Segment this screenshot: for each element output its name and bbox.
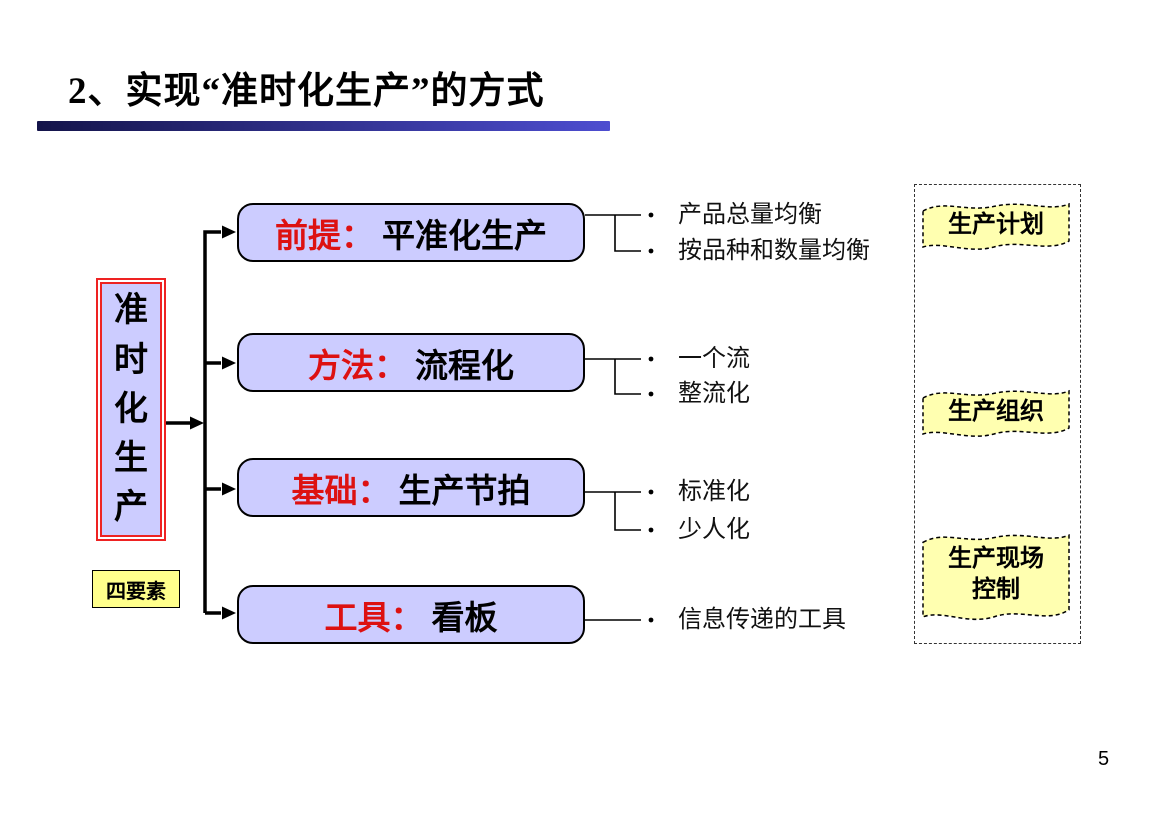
bullet-item: 少人化 xyxy=(678,517,750,543)
branch-value: 看板 xyxy=(431,600,498,637)
branch-label: 前提： xyxy=(275,218,374,255)
wavy-box-label-text: 生产现场控制 xyxy=(948,545,1044,603)
branch-value: 流程化 xyxy=(415,348,514,385)
branch-label: 基础： xyxy=(291,473,391,510)
root-box-jit-production: 准时化生产 xyxy=(96,278,166,541)
bullet-item: 按品种和数量均衡 xyxy=(678,238,870,264)
branch-box-basis: 基础： 生产节拍 xyxy=(237,458,585,517)
branch-label: 工具： xyxy=(324,600,424,637)
branch-value: 生产节拍 xyxy=(398,473,531,510)
wavy-shape xyxy=(922,389,1070,437)
right-panel-frame xyxy=(914,184,1081,644)
branch-box-method: 方法： 流程化 xyxy=(237,333,585,392)
wavy-box-production-plan: 生产计划 xyxy=(920,197,1072,254)
page-title: 2、实现“准时化生产”的方式 xyxy=(68,71,545,112)
wavy-box-shopfloor-control: 生产现场控制 xyxy=(920,526,1072,624)
branch-value: 平准化生产 xyxy=(382,218,547,255)
title-underline-bar xyxy=(37,121,610,131)
wavy-box-label: 生产组织 xyxy=(948,398,1044,425)
bullet-item: 信息传递的工具 xyxy=(678,607,846,633)
root-box-inner: 准时化生产 xyxy=(100,282,162,537)
wavy-box-production-organization: 生产组织 xyxy=(920,384,1072,441)
bullet-item: 整流化 xyxy=(678,381,750,407)
branch-box-premise: 前提： 平准化生产 xyxy=(237,203,585,262)
branch-label: 方法： xyxy=(308,348,407,385)
bullet-item: 一个流 xyxy=(678,346,750,372)
page-number: 5 xyxy=(1098,748,1110,770)
wavy-shape xyxy=(922,534,1070,621)
root-box-label: 准时化生产 xyxy=(114,292,148,527)
bullet-item: 产品总量均衡 xyxy=(678,202,822,228)
bullet-item: 标准化 xyxy=(678,479,750,505)
wavy-box-label: 生产计划 xyxy=(948,211,1044,238)
four-elements-tag: 四要素 xyxy=(92,570,180,608)
wavy-shape xyxy=(922,202,1070,250)
branch-box-tool: 工具： 看板 xyxy=(237,585,585,644)
wavy-box-label: 生产现场控制 xyxy=(920,526,1072,624)
